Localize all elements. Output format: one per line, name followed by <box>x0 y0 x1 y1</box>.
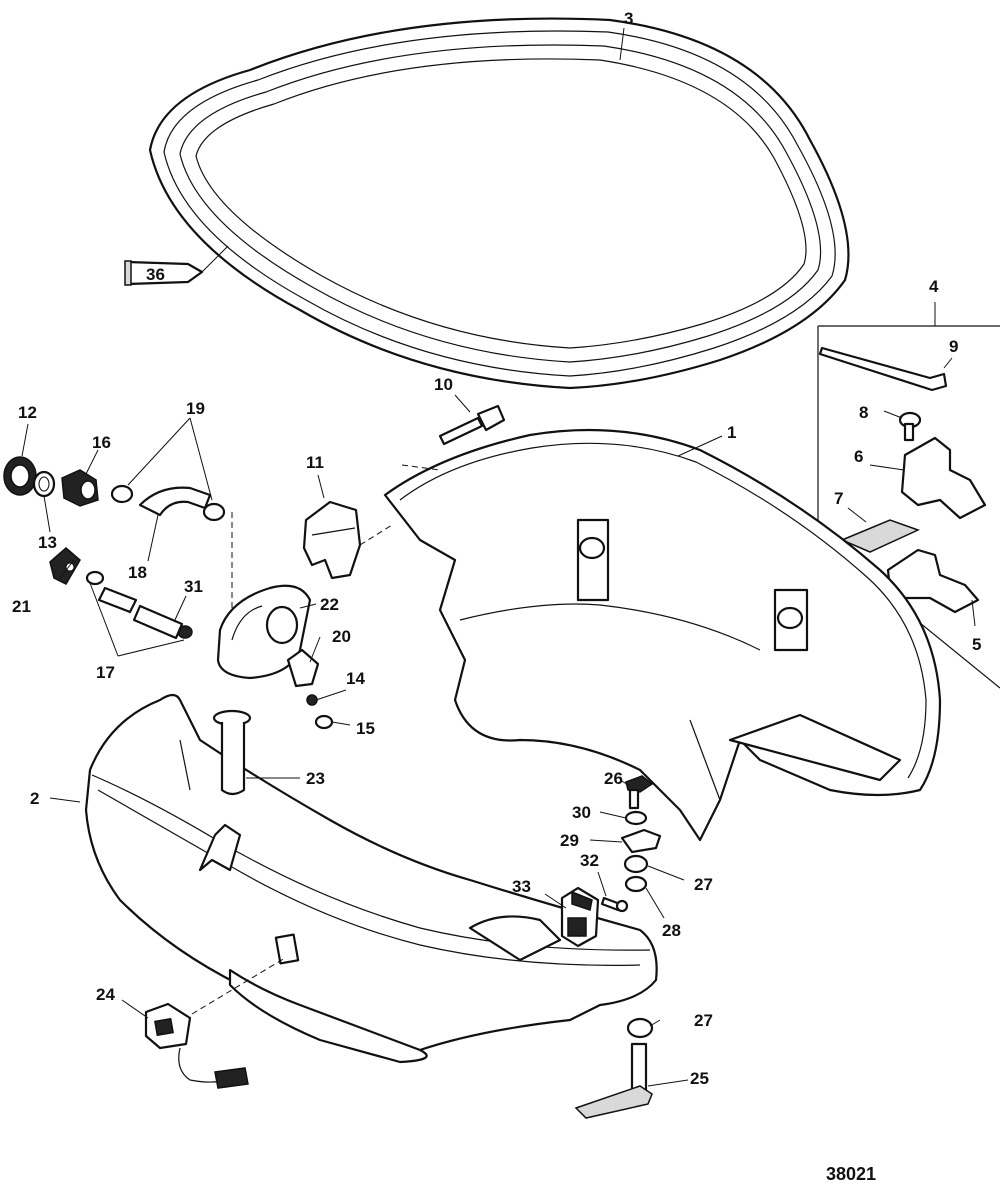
callout-33: 33 <box>512 877 531 896</box>
part-16-fitting <box>61 469 99 507</box>
callout-14: 14 <box>346 669 365 688</box>
callout-6: 6 <box>854 447 863 466</box>
part-26-bolt <box>625 775 654 810</box>
part-31-hose <box>97 586 184 640</box>
part-28-ring <box>624 875 648 893</box>
part-23-tube <box>212 709 252 796</box>
callout-16: 16 <box>92 433 111 452</box>
part-27-bushing-upper <box>623 854 649 874</box>
callout-10: 10 <box>434 375 453 394</box>
callout-4: 4 <box>929 277 939 296</box>
callout-7: 7 <box>834 489 843 508</box>
part-11-bracket <box>302 500 393 580</box>
part-19-clamps <box>110 484 226 522</box>
part-20-fitting <box>286 648 320 688</box>
part-36-tube: 36 <box>124 245 229 286</box>
callout-30: 30 <box>572 803 591 822</box>
callout-12: 12 <box>18 403 37 422</box>
callout-25: 25 <box>690 1069 709 1088</box>
callout-3: 3 <box>624 9 633 28</box>
part-21-cap <box>49 547 81 585</box>
part-22-panel <box>216 584 312 680</box>
part-6-clip <box>900 436 987 520</box>
callout-2: 2 <box>30 789 39 808</box>
part-24-switch <box>144 957 286 1089</box>
callout-17: 17 <box>96 663 115 682</box>
callout-5: 5 <box>972 635 981 654</box>
part-13-ring <box>32 470 56 498</box>
part-3-seal <box>148 17 850 390</box>
callout-11: 11 <box>306 453 324 472</box>
part-7-pad <box>840 519 920 553</box>
callout-13: 13 <box>38 533 57 552</box>
callout-26: 26 <box>604 769 623 788</box>
part-10-bolt <box>401 404 506 471</box>
callout-23: 23 <box>306 769 325 788</box>
part-12-cap <box>3 456 37 496</box>
callout-1: 1 <box>727 423 736 442</box>
callout-24: 24 <box>96 985 115 1004</box>
tube-label: 36 <box>146 265 165 284</box>
callout-15: 15 <box>356 719 375 738</box>
callout-27-upper: 27 <box>694 875 713 894</box>
callout-labels: 3 1 2 4 5 6 7 8 9 10 11 12 13 14 15 16 1… <box>12 9 981 1088</box>
callout-32: 32 <box>580 851 599 870</box>
callout-29: 29 <box>560 831 579 850</box>
part-1-rear-cowl <box>383 428 942 842</box>
figure-number: 38021 <box>826 1164 876 1184</box>
part-30-washer <box>624 810 648 826</box>
part-29-plate <box>620 828 662 854</box>
part-33-bracket <box>560 886 600 948</box>
callout-22: 22 <box>320 595 339 614</box>
part-17-clamps <box>85 570 193 639</box>
part-8-screw <box>898 411 922 442</box>
callout-27-lower: 27 <box>694 1011 713 1030</box>
callout-19: 19 <box>186 399 205 418</box>
part-9-cable-tie <box>818 346 948 392</box>
callout-31: 31 <box>184 577 203 596</box>
part-14-fitting <box>306 694 318 706</box>
callout-18: 18 <box>128 563 147 582</box>
callout-21: 21 <box>12 597 31 616</box>
callout-9: 9 <box>949 337 958 356</box>
callout-20: 20 <box>332 627 351 646</box>
part-18-hose <box>138 486 212 517</box>
callout-8: 8 <box>859 403 868 422</box>
callout-28: 28 <box>662 921 681 940</box>
part-15-washer <box>314 714 334 730</box>
leader-lines <box>21 27 976 1087</box>
part-27-bushing-lower <box>626 1017 654 1039</box>
part-32-screw <box>600 896 629 913</box>
part-25-lever <box>574 1042 653 1119</box>
